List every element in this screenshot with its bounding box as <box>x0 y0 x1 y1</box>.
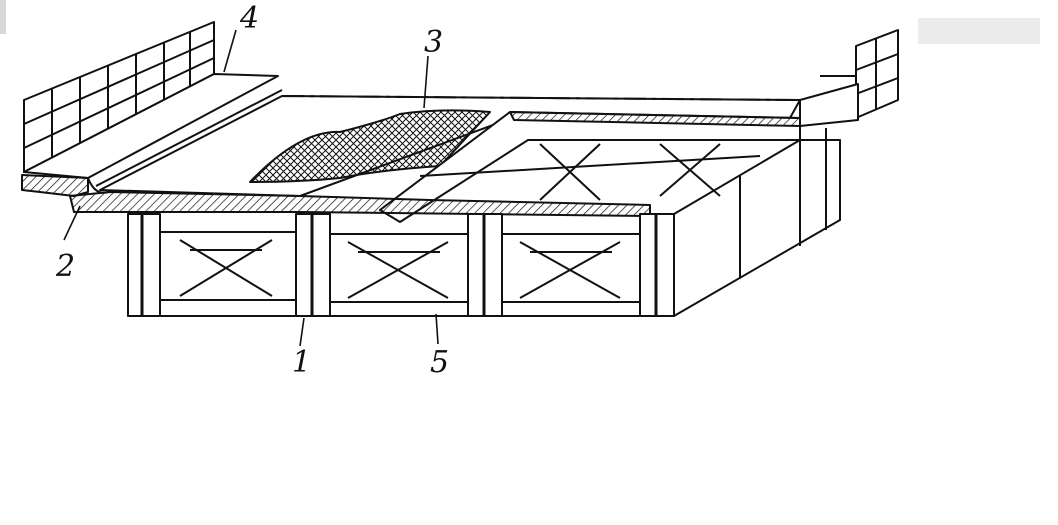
deck-section <box>69 191 651 217</box>
left-sidewalk <box>21 73 291 197</box>
label-tag <box>918 18 1040 44</box>
callout-5: 5 <box>430 345 450 380</box>
callout-1: 1 <box>292 345 312 380</box>
girder-2 <box>295 213 331 317</box>
leader-lines <box>63 29 439 347</box>
scan-edge <box>0 0 6 34</box>
mesh-layer <box>249 109 491 183</box>
right-box <box>673 128 841 317</box>
callout-3: 3 <box>424 25 444 60</box>
truss-bay-3 <box>502 233 640 303</box>
girder-4 <box>639 213 675 317</box>
upper-truss <box>419 139 790 201</box>
girder-1 <box>127 213 161 317</box>
truss-bay-2 <box>330 233 468 303</box>
right-railing <box>799 29 899 127</box>
left-railing <box>23 21 215 173</box>
callout-4: 4 <box>240 1 260 36</box>
girder-3 <box>467 213 503 317</box>
callout-2: 2 <box>56 249 76 284</box>
truss-bay-1 <box>160 231 296 301</box>
